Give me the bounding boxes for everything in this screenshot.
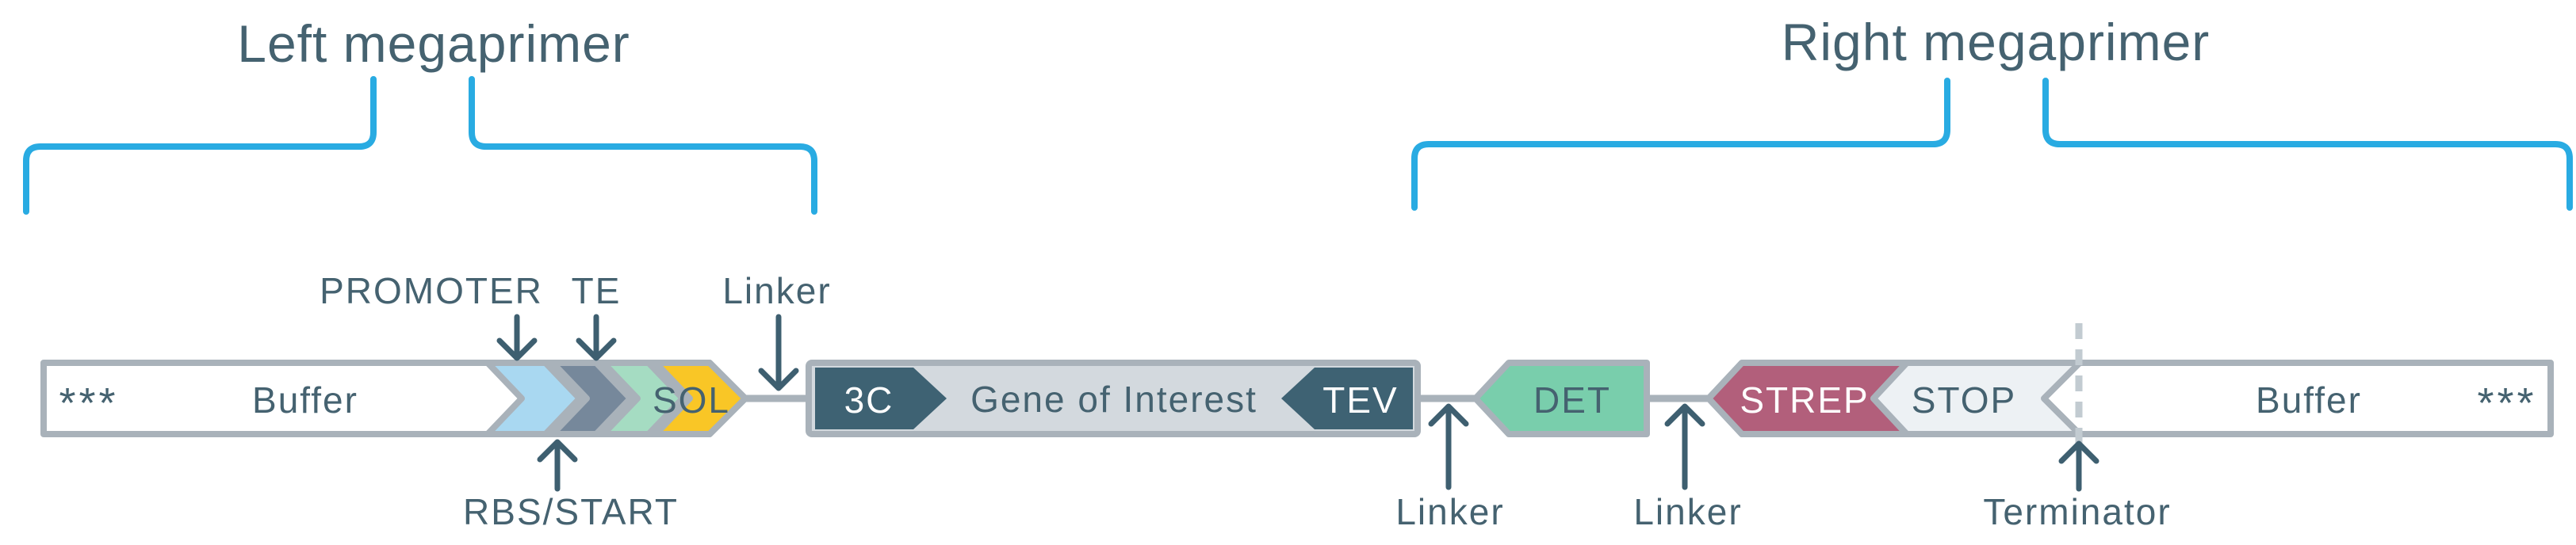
left-buffer-label: Buffer: [252, 379, 358, 421]
promoter-arrow-down: [496, 314, 538, 361]
linker-top-arrow-down: [758, 314, 799, 391]
tev-pentagon: [1281, 368, 1413, 429]
det-tag: DET: [1472, 360, 1650, 437]
promoter-chevron: [484, 360, 583, 437]
linker-mid-arrow-up: [1428, 403, 1469, 490]
right-buffer-group: STREP STOP Buffer ***: [1705, 360, 2554, 437]
right-megaprimer-bracket: [1411, 78, 2573, 211]
left-megaprimer-title: Left megaprimer: [237, 14, 630, 73]
gene-cassette: 3C Gene of Interest TEV: [806, 360, 1421, 437]
te-chevron: [600, 360, 686, 437]
rbs-start-chevron: [549, 360, 633, 437]
right-buffer-label: Buffer: [2256, 379, 2362, 421]
linker-top-label: Linker: [722, 270, 831, 311]
bracket-arc-right: [469, 76, 817, 215]
terminator-label: Terminator: [1983, 491, 2171, 532]
linker-right-label: Linker: [1633, 491, 1742, 532]
det-label: DET: [1533, 379, 1611, 421]
te-label: TE: [572, 270, 622, 311]
bracket-arc-right: [2042, 78, 2573, 211]
strep-label: STREP: [1740, 379, 1869, 421]
sol-arrowhead: [653, 360, 748, 437]
left-buffer-arrow: *** Buffer SOL: [40, 360, 748, 437]
threeC-pentagon: [815, 368, 947, 429]
gene-of-interest-label: Gene of Interest: [970, 379, 1257, 420]
rbs-start-arrow-up: [537, 439, 578, 492]
right-asterisks: ***: [2477, 379, 2536, 427]
linker-right-arrow-up: [1664, 403, 1705, 490]
rbs-start-label: RBS/START: [463, 491, 679, 532]
bracket-arc-left: [1411, 78, 1950, 211]
bracket-arc-left: [23, 76, 377, 215]
left-megaprimer-bracket: [23, 76, 817, 215]
threeC-label: 3C: [844, 379, 894, 421]
te-arrow-down: [576, 314, 617, 361]
det-arrow: [1472, 360, 1650, 437]
linker-mid-label: Linker: [1395, 491, 1504, 532]
tev-label: TEV: [1322, 379, 1398, 421]
sol-label: SOL: [653, 379, 730, 421]
right-megaprimer-title: Right megaprimer: [1782, 13, 2210, 71]
left-asterisks: ***: [59, 379, 118, 427]
terminator-arrow-up: [2058, 440, 2099, 492]
stop-label: STOP: [1912, 379, 2016, 421]
promoter-label: PROMOTER: [320, 270, 543, 311]
